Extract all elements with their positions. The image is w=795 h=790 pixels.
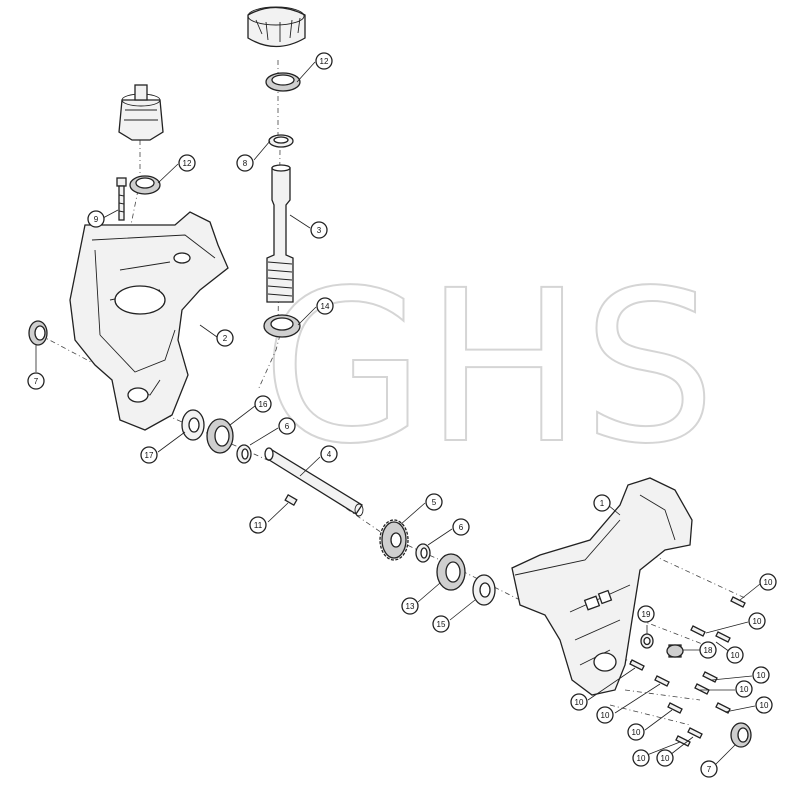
svg-text:10: 10 [764, 578, 773, 587]
callout-10-g: 10 [570, 693, 588, 711]
svg-text:6: 6 [459, 523, 464, 532]
svg-text:12: 12 [183, 159, 192, 168]
bearing-12-top [265, 72, 301, 92]
callout-18: 18 [699, 641, 717, 659]
bearing-16 [206, 418, 234, 454]
callout-12-top: 12 [315, 52, 333, 70]
callout-16: 16 [254, 395, 272, 413]
svg-text:10: 10 [575, 698, 584, 707]
callout-19: 19 [637, 605, 655, 623]
gear-5 [379, 519, 409, 561]
svg-text:10: 10 [740, 685, 749, 694]
callout-10-a: 10 [759, 573, 777, 591]
svg-text:8: 8 [243, 159, 248, 168]
svg-text:6: 6 [285, 422, 290, 431]
callout-6-lower: 6 [452, 518, 470, 536]
washer-15 [472, 574, 496, 606]
svg-text:10: 10 [661, 754, 670, 763]
callout-8: 8 [236, 154, 254, 172]
plug-18 [666, 644, 684, 658]
callout-10-f: 10 [755, 696, 773, 714]
callout-9: 9 [87, 210, 105, 228]
callout-10-i: 10 [627, 723, 645, 741]
callout-14: 14 [316, 297, 334, 315]
svg-text:16: 16 [259, 400, 268, 409]
callout-10-j: 10 [632, 749, 650, 767]
callout-labels: 12 8 3 14 12 9 2 7 17 16 6 4 11 5 6 13 1… [27, 52, 777, 778]
callout-7-right: 7 [700, 760, 718, 778]
callout-10-k: 10 [656, 749, 674, 767]
svg-text:10: 10 [632, 728, 641, 737]
svg-text:10: 10 [731, 651, 740, 660]
svg-text:17: 17 [145, 451, 154, 460]
washer-8 [268, 134, 294, 148]
watermark-logo: GHS [262, 245, 716, 490]
seal-7-right [730, 722, 752, 748]
svg-text:5: 5 [432, 498, 437, 507]
svg-text:4: 4 [327, 450, 332, 459]
svg-text:10: 10 [757, 671, 766, 680]
svg-text:18: 18 [704, 646, 713, 655]
svg-text:19: 19 [642, 610, 651, 619]
callout-1: 1 [593, 494, 611, 512]
seal-7-left [28, 320, 48, 346]
callout-3: 3 [310, 221, 328, 239]
callout-4: 4 [320, 445, 338, 463]
svg-text:9: 9 [94, 215, 99, 224]
callout-12-left: 12 [178, 154, 196, 172]
ring-6-upper [236, 444, 252, 464]
svg-text:10: 10 [753, 617, 762, 626]
key-11 [284, 494, 298, 506]
bearing-14 [263, 314, 301, 338]
bearing-13 [436, 553, 466, 591]
svg-text:13: 13 [406, 602, 415, 611]
svg-text:7: 7 [34, 377, 39, 386]
gearbox-housing-1 [511, 477, 693, 696]
upper-gear [247, 6, 306, 48]
svg-text:15: 15 [437, 620, 446, 629]
callout-10-d: 10 [752, 666, 770, 684]
bearing-12-left [129, 175, 161, 195]
washer-17 [181, 409, 205, 441]
gearbox-housing-2 [69, 211, 229, 431]
callout-10-c: 10 [726, 646, 744, 664]
callout-10-h: 10 [596, 706, 614, 724]
svg-text:12: 12 [320, 57, 329, 66]
svg-text:10: 10 [760, 701, 769, 710]
callout-7-left: 7 [27, 372, 45, 390]
callout-6-upper: 6 [278, 417, 296, 435]
svg-text:14: 14 [321, 302, 330, 311]
svg-text:10: 10 [637, 754, 646, 763]
shaft-3 [266, 164, 294, 303]
seal-19 [640, 633, 654, 649]
callout-10-b: 10 [748, 612, 766, 630]
callout-13: 13 [401, 597, 419, 615]
svg-text:11: 11 [254, 521, 263, 530]
svg-text:3: 3 [317, 226, 322, 235]
callout-2: 2 [216, 329, 234, 347]
callout-15: 15 [432, 615, 450, 633]
screws-10 [629, 596, 746, 747]
pinion-gear [118, 84, 164, 141]
svg-text:1: 1 [600, 499, 605, 508]
callout-11: 11 [249, 516, 267, 534]
svg-text:10: 10 [601, 711, 610, 720]
bolt-9 [116, 177, 127, 221]
callout-17: 17 [140, 446, 158, 464]
axle-4 [264, 447, 364, 517]
ring-6-lower [415, 543, 431, 563]
svg-text:2: 2 [223, 334, 228, 343]
svg-text:7: 7 [707, 765, 712, 774]
callout-10-e: 10 [735, 680, 753, 698]
callout-5: 5 [425, 493, 443, 511]
